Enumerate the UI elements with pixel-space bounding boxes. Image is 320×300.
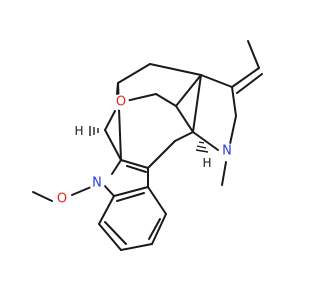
atom-amine-nitrogen: N: [219, 143, 235, 159]
bond: [120, 243, 153, 251]
cage-skeleton: [104, 40, 263, 186]
hash-line: [196, 145, 207, 149]
bond: [174, 131, 194, 142]
bond: [71, 186, 92, 196]
bond: [151, 213, 167, 245]
double-bond-inner: [116, 192, 145, 202]
bond: [175, 105, 194, 133]
bond: [120, 159, 149, 169]
bond: [104, 110, 116, 131]
double-bond-outer: [236, 73, 263, 94]
hash-line: [198, 141, 205, 144]
bond: [149, 63, 202, 76]
bond: [147, 140, 176, 169]
benzene-ring: [98, 186, 167, 251]
atom-label-n: N: [222, 144, 232, 159]
atom-indole-nitrogen: N: [89, 175, 105, 191]
bond: [231, 86, 237, 117]
atom-methoxy-oxygen: O: [54, 191, 70, 207]
bond: [192, 131, 219, 151]
molecule-structure-canvas: O N O N H H: [32, 40, 263, 251]
atom-background: [113, 94, 129, 110]
methoxy-group: [32, 186, 92, 202]
bond: [221, 161, 227, 186]
bond: [231, 67, 260, 88]
atom-bridge-oxygen: O: [113, 94, 129, 110]
stereo-hash-left: [89, 126, 99, 136]
bond: [102, 183, 115, 197]
bond: [155, 93, 177, 107]
atom-stereo-h-right: H: [202, 156, 211, 170]
atom-label-n: N: [92, 176, 102, 191]
atom-background: [54, 191, 70, 207]
atom-label-h: H: [202, 156, 211, 170]
bond: [111, 159, 122, 175]
molecule-structure-diagram: O N O N H H: [32, 40, 263, 251]
bond: [147, 186, 167, 215]
bond: [175, 74, 202, 107]
bond: [113, 186, 149, 197]
atom-background: [89, 175, 105, 191]
bond: [229, 115, 237, 145]
stereo-hash-right: [195, 141, 209, 153]
double-bond-inner: [148, 218, 161, 240]
double-bond-inner: [126, 165, 147, 173]
atom-background: [219, 143, 235, 159]
atom-label-o: O: [116, 95, 126, 110]
atom-label-o: O: [57, 192, 67, 207]
bond: [247, 40, 260, 69]
hash-line: [195, 149, 209, 153]
bond: [98, 223, 122, 251]
bond: [32, 191, 53, 202]
bond: [98, 195, 115, 225]
bond: [117, 63, 151, 84]
bond: [125, 93, 157, 102]
bond: [192, 74, 202, 133]
pyrrole-ring: [102, 159, 149, 197]
bond: [200, 74, 233, 88]
bond: [104, 129, 122, 161]
atom-stereo-h-left: H: [74, 124, 83, 138]
double-bond-inner: [104, 221, 127, 245]
atom-label-h: H: [74, 124, 83, 138]
